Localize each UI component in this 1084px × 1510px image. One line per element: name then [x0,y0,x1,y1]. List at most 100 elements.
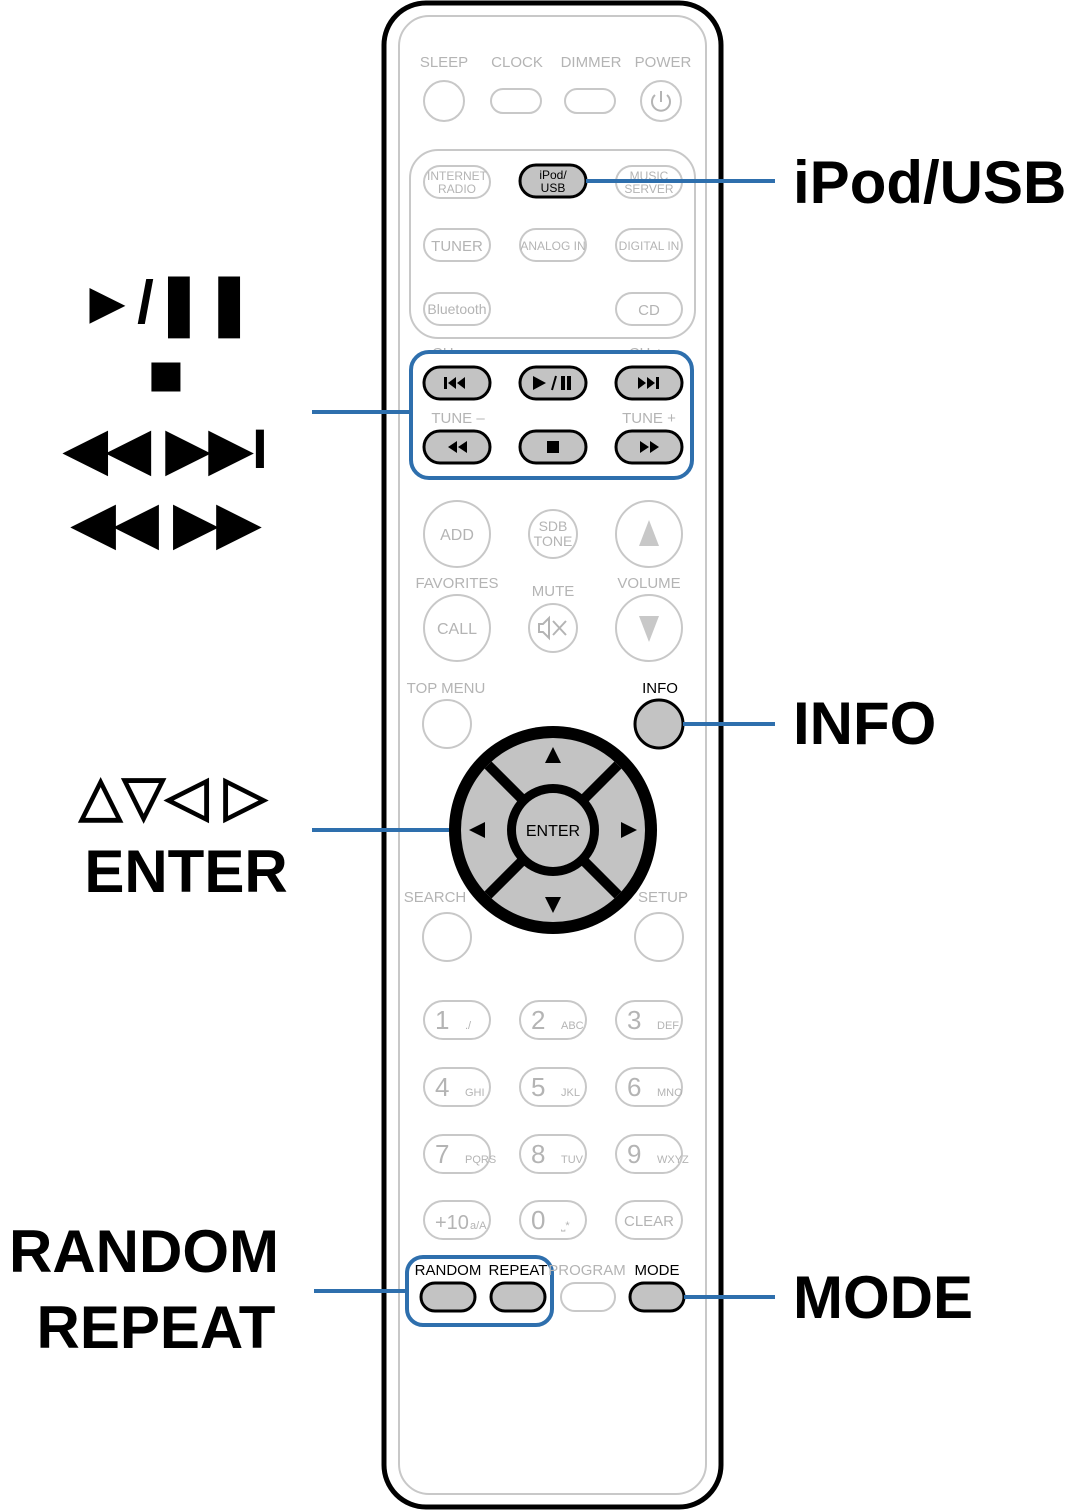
volume-down-icon [639,616,659,642]
enter-button[interactable] [516,793,590,867]
volume-label: VOLUME [617,575,680,592]
mute-label: MUTE [532,583,575,600]
repeat-callout: REPEAT [37,1294,276,1361]
skip-back-icon [444,377,465,389]
music-server-label-2: SERVER [624,182,673,196]
numpad-key[interactable] [615,1134,683,1174]
mode-callout: MODE [793,1264,973,1331]
tone-label: TONE [534,533,573,549]
nav-down-icon[interactable] [545,897,561,913]
analog-in-button[interactable] [519,228,587,262]
repeat-button-label: REPEAT [489,1262,548,1279]
numpad-key[interactable] [423,1134,491,1174]
internet-radio-label-1: INTERNET [427,169,488,183]
numpad-key-letters: a/A [470,1220,487,1232]
numpad-key-letters: GHI [465,1087,485,1099]
play-pause-icon [533,375,571,391]
numpad-key-letters: PQRS [465,1154,496,1166]
sleep-label: SLEEP [420,54,468,71]
random-button[interactable] [419,1281,477,1313]
call-button[interactable] [423,594,491,662]
sleep-button[interactable] [423,80,465,122]
ipod-usb-label-1: iPod/ [539,168,567,182]
sdb-tone-button[interactable] [528,509,578,559]
nav-left-icon[interactable] [469,822,485,838]
numpad-key-number: 8 [531,1139,545,1169]
numpad-key[interactable] [519,1200,587,1240]
numpad-key-number: 7 [435,1139,449,1169]
skip-callout: ◀◀ ▶▶I [62,417,267,480]
info-button[interactable] [633,698,685,750]
numpad-key-letters: WXYZ [657,1154,689,1166]
numpad-key[interactable] [615,1000,683,1040]
mute-button[interactable] [528,603,578,653]
numpad-key-letters: TUV [561,1154,584,1166]
nav-right-icon[interactable] [621,822,637,838]
setup-label: SETUP [638,889,688,906]
power-label: POWER [635,54,692,71]
numpad-key[interactable] [519,1000,587,1040]
analog-in-label: ANALOG IN [520,239,585,253]
info-button-label: INFO [642,680,678,697]
numpad-key-letters: ./ [465,1020,472,1032]
skip-forward-icon [638,377,659,389]
repeat-button[interactable] [489,1281,547,1313]
random-callout: RANDOM [9,1218,279,1285]
call-label: CALL [437,621,477,638]
clock-button[interactable] [490,88,542,114]
digital-in-button[interactable] [615,228,683,262]
numpad-key-letters: ⎵* [561,1220,570,1232]
numpad-key-number: 4 [435,1072,449,1102]
internet-radio-button[interactable] [423,165,491,199]
search-label: SEARCH [404,889,467,906]
cd-button[interactable] [615,292,683,326]
numpad-key-number: 6 [627,1072,641,1102]
numpad-key-letters: JKL [561,1087,580,1099]
numpad-key[interactable] [423,1067,491,1107]
numpad-key-number: 0 [531,1205,545,1235]
remote-inner-outline [398,15,707,1495]
numpad-key[interactable] [423,1200,491,1240]
add-button[interactable] [423,500,491,568]
add-label: ADD [440,527,474,544]
mode-button[interactable] [628,1281,686,1313]
clock-label: CLOCK [491,54,543,71]
top-menu-button[interactable] [422,699,472,749]
numpad-key-number: CLEAR [624,1213,674,1230]
setup-button[interactable] [634,912,684,962]
numpad-key-letters: DEF [657,1020,679,1032]
random-button-label: RANDOM [415,1262,482,1279]
numpad-key[interactable] [519,1067,587,1107]
numpad-key[interactable] [519,1134,587,1174]
numpad-key[interactable] [423,1000,491,1040]
program-label: PROGRAM [548,1262,626,1279]
enter-button-label: ENTER [526,823,580,840]
enter-callout: ENTER [84,838,287,905]
ipod-usb-callout: iPod/USB [793,149,1066,216]
fast-forward-icon [640,441,659,453]
volume-up-icon [639,520,659,546]
numpad-key-number: 1 [435,1005,449,1035]
search-button[interactable] [422,912,472,962]
tuner-label: TUNER [431,238,483,255]
tuner-button[interactable] [423,228,491,262]
dimmer-button[interactable] [564,88,616,114]
bluetooth-button[interactable] [423,292,491,326]
numpad-key-number: 5 [531,1072,545,1102]
nav-up-icon[interactable] [545,747,561,763]
program-button[interactable] [560,1282,616,1312]
favorites-label: FAVORITES [415,575,498,592]
ipod-usb-label-2: USB [541,181,566,195]
stop-callout: ■ [148,341,184,408]
internet-radio-label-2: RADIO [438,182,476,196]
play-pause-callout: ►/❚❚ [78,269,255,339]
sdb-label: SDB [539,518,568,534]
numpad-key-number: 2 [531,1005,545,1035]
stop-icon [547,441,559,453]
info-callout: INFO [793,690,936,757]
numpad-key[interactable] [615,1067,683,1107]
numpad-key[interactable] [615,1200,683,1240]
numpad-key-letters: MNO [657,1087,683,1099]
